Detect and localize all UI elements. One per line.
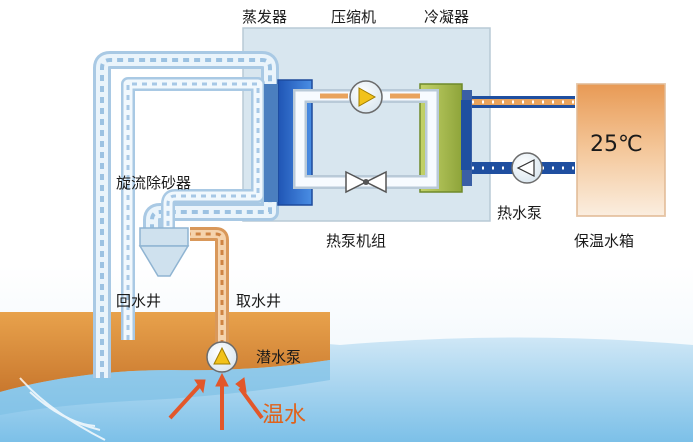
warm-water-arrows [168,372,264,430]
ground-layer [0,312,330,392]
cyclone-desander [138,227,190,277]
ripples [19,377,106,441]
submersible-pump [206,341,238,373]
label-heat-pump-unit: 热泵机组 [326,232,387,250]
evaporator-inlet-pipe [121,77,265,340]
label-desander: 旋流除砂器 [116,174,192,192]
aquifer-band [0,360,330,415]
hot-water-pump [511,152,543,184]
label-return-well: 回水井 [116,292,162,310]
intake-pipe [190,227,229,345]
label-intake-well: 取水井 [236,292,282,310]
insulated-tank [576,83,666,217]
label-submersible-pump: 潜水泵 [256,348,302,366]
label-evaporator: 蒸发器 [242,8,288,26]
label-condenser: 冷凝器 [424,8,470,26]
label-compressor: 压缩机 [331,8,377,26]
label-tank-temperature: 25℃ [590,132,643,157]
return-pipe [93,51,279,378]
evaporator-back-plate [264,84,278,202]
label-hot-water-pump: 热水泵 [497,204,543,222]
label-warm-water: 温水 [262,403,307,428]
expansion-valve [345,170,387,194]
compressor [349,80,383,114]
label-tank: 保温水箱 [574,232,635,250]
